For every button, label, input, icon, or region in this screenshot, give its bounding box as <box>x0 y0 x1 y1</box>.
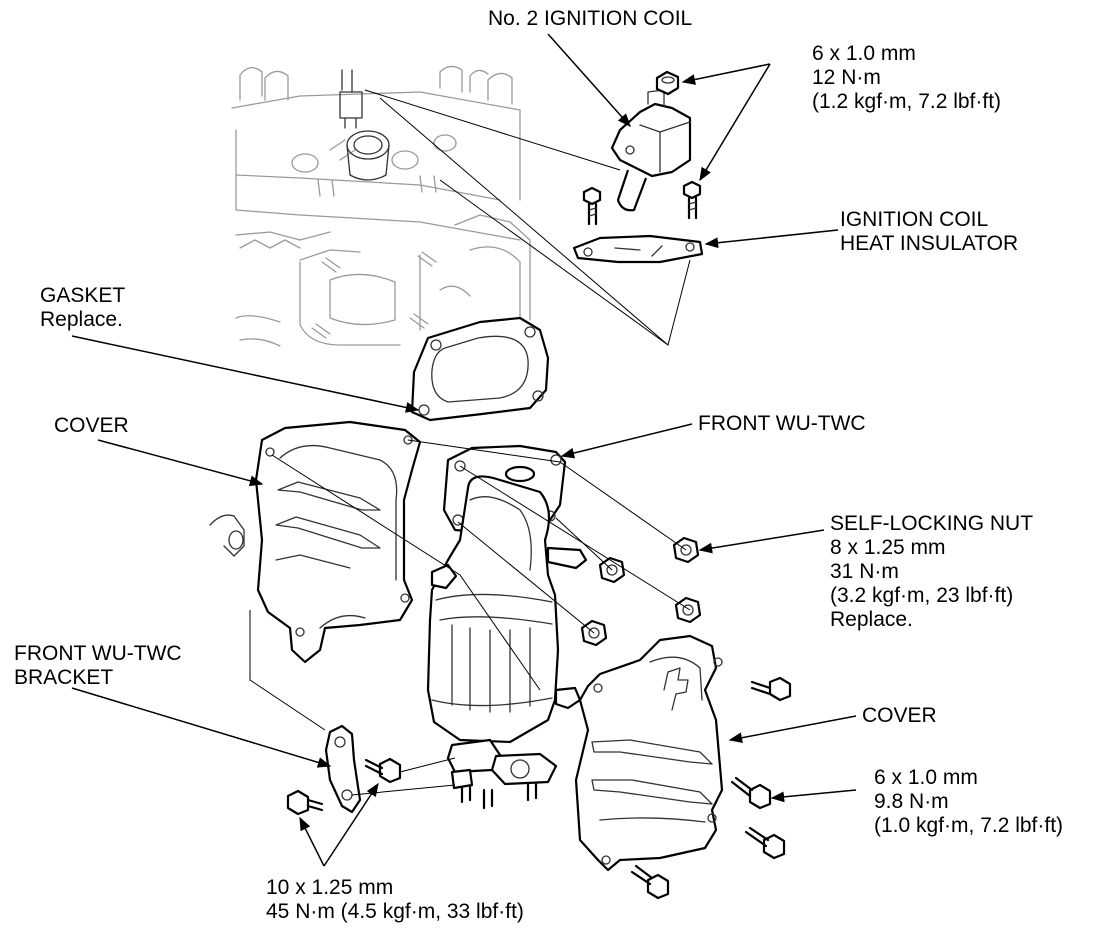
insulator-bolt-left <box>582 186 602 226</box>
front-wu-twc <box>426 444 588 810</box>
ignition-coil <box>610 89 692 212</box>
self-locking-nut-3 <box>674 596 702 624</box>
label-bracket: FRONT WU-TWC BRACKET <box>14 642 182 690</box>
label-front-wu-twc: FRONT WU-TWC <box>698 412 866 436</box>
cover-bolt-2 <box>730 776 772 810</box>
gasket-note: Replace. <box>40 308 123 331</box>
label-cover-left: COVER <box>54 414 129 438</box>
nut-torque-alt: (3.2 kgf·m, 23 lbf·ft) <box>830 584 1014 607</box>
nut-size: 8 x 1.25 mm <box>830 536 946 559</box>
cover-bolt-4 <box>630 864 670 900</box>
cover-bolt-torque: 9.8 N·m <box>874 790 949 813</box>
label-cover-right: COVER <box>862 704 937 728</box>
cover-right <box>574 634 724 872</box>
label-coil-bolt-spec: 6 x 1.0 mm 12 N·m (1.2 kgf·m, 7.2 lbf·ft… <box>812 42 1001 114</box>
cover-right-text: COVER <box>862 704 937 727</box>
front-wu-twc-bracket <box>324 724 362 814</box>
sensor-nut-left <box>209 514 245 557</box>
coil-bolt-right <box>682 180 702 220</box>
bracket-bolt-left <box>286 789 324 816</box>
label-ignition-coil: No. 2 IGNITION COIL <box>488 7 692 31</box>
nut-name: SELF-LOCKING NUT <box>830 512 1034 535</box>
label-cover-bolt-spec: 6 x 1.0 mm 9.8 N·m (1.0 kgf·m, 7.2 lbf·f… <box>874 766 1063 838</box>
cover-bolt-size: 6 x 1.0 mm <box>874 766 978 789</box>
bracket-line2: BRACKET <box>14 666 114 689</box>
label-heat-insulator: IGNITION COIL HEAT INSULATOR <box>840 208 1018 256</box>
label-self-locking-nut: SELF-LOCKING NUT 8 x 1.25 mm 31 N·m (3.2… <box>830 512 1033 632</box>
spark-plug-tube <box>339 69 390 181</box>
coil-bolt-upper <box>655 70 680 96</box>
nut-note: Replace. <box>830 608 913 631</box>
label-gasket: GASKET Replace. <box>40 284 125 332</box>
cover-bolt-1 <box>750 676 792 702</box>
heat-insulator <box>572 234 704 264</box>
nut-torque: 31 N·m <box>830 560 899 583</box>
label-bracket-bolt-spec: 10 x 1.25 mm 45 N·m (4.5 kgf·m, 33 lbf·f… <box>266 876 524 924</box>
coil-bolt-size: 6 x 1.0 mm <box>812 42 916 65</box>
coil-bolt-torque-alt: (1.2 kgf·m, 7.2 lbf·ft) <box>812 90 1002 113</box>
bracket-line1: FRONT WU-TWC <box>14 642 182 665</box>
gasket-name: GASKET <box>40 284 126 307</box>
cover-bolt-torque-alt: (1.0 kgf·m, 7.2 lbf·ft) <box>874 814 1064 837</box>
label-ignition-coil-text: No. 2 IGNITION COIL <box>488 7 693 30</box>
coil-bolt-torque: 12 N·m <box>812 66 881 89</box>
cover-left <box>254 420 422 664</box>
cover-bolt-3 <box>744 826 786 860</box>
bracket-bolt-right <box>364 757 402 784</box>
front-wu-twc-text: FRONT WU-TWC <box>698 412 866 435</box>
bracket-bolt-size: 10 x 1.25 mm <box>266 876 394 899</box>
gasket <box>410 316 550 422</box>
bracket-bolt-torque: 45 N·m (4.5 kgf·m, 33 lbf·ft) <box>266 900 524 923</box>
engine-head-outline <box>231 65 531 347</box>
heat-insulator-line1: IGNITION COIL <box>840 208 989 231</box>
heat-insulator-line2: HEAT INSULATOR <box>840 232 1019 255</box>
cover-left-text: COVER <box>54 414 129 437</box>
